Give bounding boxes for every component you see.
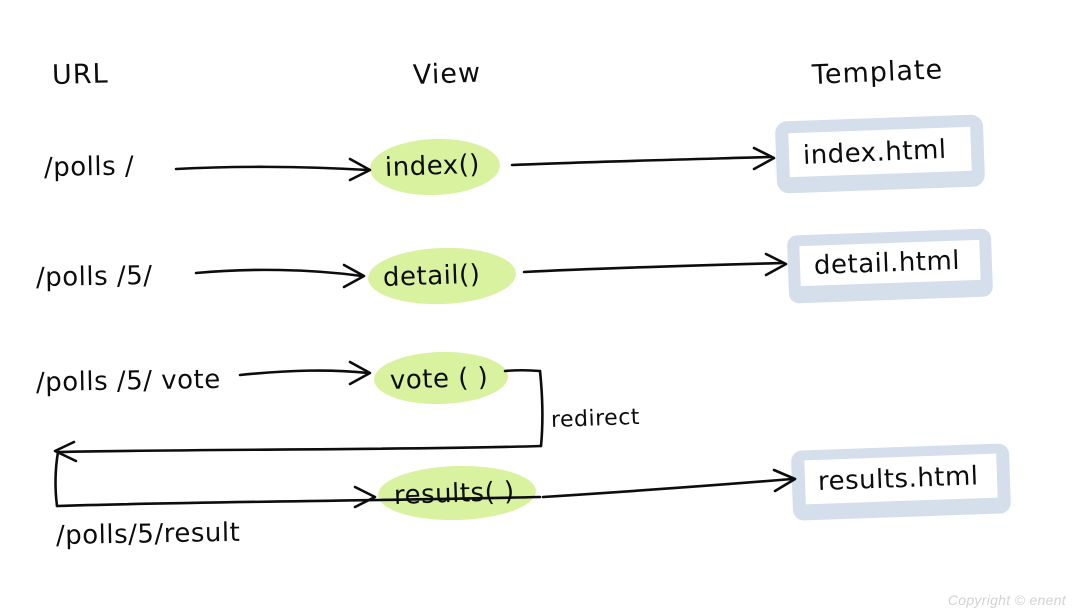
arrow-url-to-view-index [174,157,372,182]
url-label-vote: /polls /5/ vote [35,364,221,398]
column-header-template: Template [811,54,944,91]
view-label-detail: detail() [382,259,481,293]
view-label-results: results( ) [393,476,516,511]
arrow-url-to-view-vote [238,360,372,386]
template-label-results: results.html [817,461,980,497]
arrow-view-to-template-results [541,468,797,499]
column-header-view: View [412,57,482,91]
arrow-url-to-view-detail [194,263,366,289]
template-label-detail: detail.html [813,245,961,281]
view-label-vote: vote ( ) [389,362,489,396]
template-label-index: index.html [802,134,948,171]
annotation-label-redirect: redirect [550,404,641,433]
url-label-index: /polls / [43,151,135,183]
watermark-copyright: Copyright © enent [947,592,1066,608]
arrow-view-to-template-detail [522,252,788,277]
arrow-to-view-results [353,485,377,509]
url-label-results: /polls/5/result [55,517,241,551]
column-header-url: URL [51,58,109,91]
url-label-detail: /polls /5/ [35,260,153,293]
arrow-view-to-template-index [510,146,776,171]
view-label-index: index() [384,149,481,183]
